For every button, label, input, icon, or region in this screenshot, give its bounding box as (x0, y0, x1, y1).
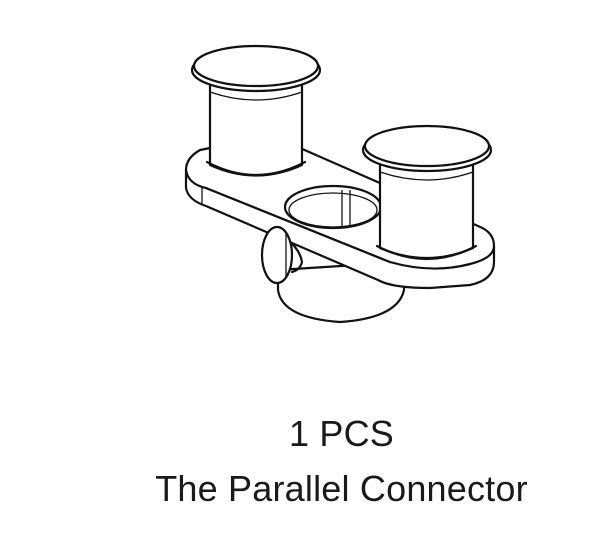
connector-drawing (184, 44, 496, 324)
center-hole (283, 184, 383, 230)
parallel-connector-illustration (184, 44, 496, 324)
product-name-label: The Parallel Connector (155, 468, 528, 509)
quantity-label: 1 PCS (288, 413, 395, 454)
right-post (375, 162, 478, 260)
left-post (205, 82, 307, 177)
left-cap (190, 44, 322, 93)
thumb-screw (260, 225, 304, 285)
right-cap (361, 124, 493, 173)
